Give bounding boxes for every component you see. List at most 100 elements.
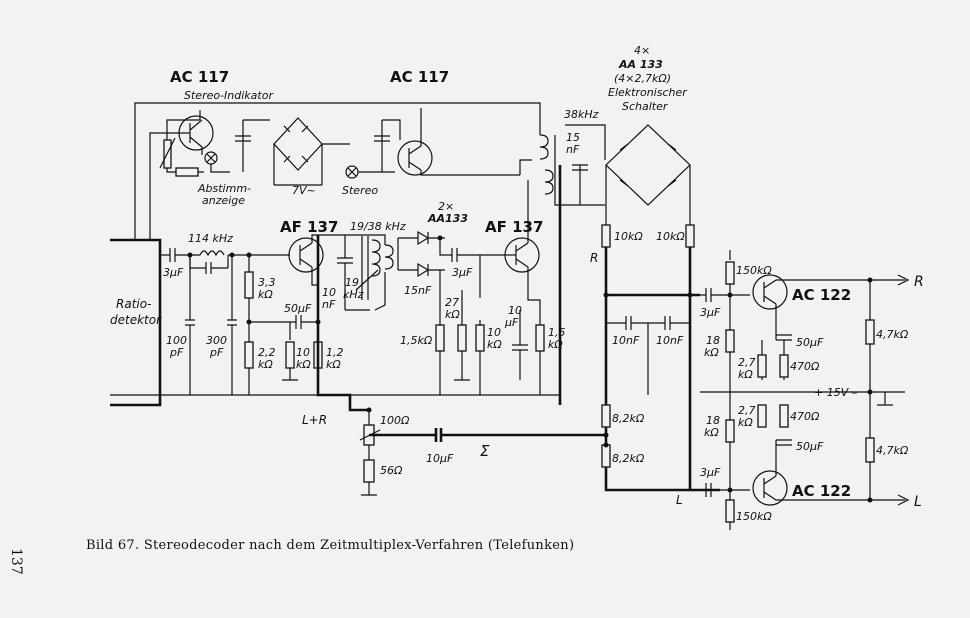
label-abstimm1: Abstimm-	[197, 182, 251, 195]
label-r47a: 4,7kΩ	[876, 328, 909, 341]
label-c10nf-b: 10nF	[612, 334, 640, 347]
label-ratio1: Ratio-	[116, 297, 151, 311]
label-af137-left: AF 137	[280, 218, 338, 236]
label-c50uf-a: 50μF	[284, 302, 312, 315]
sum-path	[110, 285, 606, 496]
component-labels: AC 117 Stereo-Indikator AC 117 Abstimm- …	[110, 44, 924, 523]
label-switch-name1: Elektronischer	[608, 86, 688, 99]
label-r18a2: kΩ	[704, 346, 719, 359]
label-r12a: 1,2	[326, 346, 344, 359]
label-diodes-aa133: AA133	[427, 212, 468, 225]
output-stages	[700, 250, 910, 530]
label-r12b: kΩ	[326, 358, 341, 371]
label-114khz: 114 kHz	[188, 232, 233, 245]
label-r470a: 470Ω	[790, 360, 820, 373]
label-supply: + 15V –	[814, 386, 858, 399]
indicator-section	[134, 102, 541, 240]
label-r22a: 2,2	[258, 346, 276, 359]
label-r10k-b2: kΩ	[487, 338, 502, 351]
label-c10uf-a1: 10	[508, 304, 522, 317]
label-38khz: 38kHz	[564, 108, 599, 121]
label-c50uf-c: 50μF	[796, 440, 824, 453]
label-abstimm2: anzeige	[202, 194, 245, 207]
label-r22b: kΩ	[258, 358, 273, 371]
label-ac117-right: AC 117	[390, 68, 449, 86]
label-r10k-b1: 10	[487, 326, 501, 339]
label-r27d2: kΩ	[738, 416, 753, 429]
label-r27a: 27	[445, 296, 459, 309]
label-r100: 100Ω	[380, 414, 410, 427]
transistor-af137-left	[288, 237, 324, 273]
label-f19a: 19	[345, 276, 359, 289]
label-r18b2: kΩ	[704, 426, 719, 439]
label-c10uf-b: 10μF	[426, 452, 454, 465]
label-r10k-sw2: 10kΩ	[656, 230, 685, 243]
transistor-ac117-right	[397, 140, 433, 176]
label-c3uf-c: 3μF	[700, 306, 721, 319]
label-l-plus-r: L+R	[302, 413, 327, 427]
label-c300a: 300	[206, 334, 227, 347]
label-c100a: 100	[166, 334, 187, 347]
label-7v: 7V~	[292, 184, 316, 197]
label-c10nf-a2: nF	[322, 298, 336, 311]
label-c50uf-b: 50μF	[796, 336, 824, 349]
label-c100b: pF	[169, 346, 184, 359]
label-af137-right: AF 137	[485, 218, 543, 236]
label-r150b: 150kΩ	[736, 510, 772, 523]
label-stereo: Stereo	[342, 184, 378, 197]
label-switch-type: AA 133	[618, 58, 663, 71]
label-out-R: R	[914, 274, 924, 290]
label-r18b1: 18	[706, 414, 720, 427]
label-sigma: Σ	[480, 442, 490, 460]
label-c15b: nF	[566, 143, 580, 156]
label-stereo-indikator: Stereo-Indikator	[184, 89, 274, 102]
label-r27b: kΩ	[445, 308, 460, 321]
bridge-rectifier-indicator	[273, 117, 323, 171]
label-r56: 56Ω	[380, 464, 403, 477]
label-r27c1: 2,7	[738, 356, 756, 369]
label-L-mid: L	[676, 493, 683, 507]
label-r10k-a1: 10	[296, 346, 310, 359]
af137-right-stage	[504, 124, 606, 405]
label-diodes2: 2×	[438, 200, 454, 213]
label-r27c2: kΩ	[738, 368, 753, 381]
label-c15a: 15	[566, 131, 580, 144]
label-c3uf-d: 3μF	[700, 466, 721, 479]
label-R-mid: R	[590, 251, 598, 265]
label-c10nf-a1: 10	[322, 286, 336, 299]
label-ac122-bottom: AC 122	[792, 482, 851, 500]
label-c3uf-a: 3μF	[163, 266, 184, 279]
label-r47b: 4,7kΩ	[876, 444, 909, 457]
label-switch-name2: Schalter	[622, 100, 669, 113]
label-c10uf-a2: μF	[504, 316, 519, 329]
label-f19b: kHz	[343, 288, 364, 301]
label-switch-count: 4×	[634, 44, 650, 57]
label-r470b: 470Ω	[790, 410, 820, 423]
label-r10k-sw1: 10kΩ	[614, 230, 643, 243]
label-out-L: L	[914, 494, 922, 510]
label-r33a: 3,3	[258, 276, 276, 289]
electronic-switch	[601, 124, 720, 492]
label-r82a: 8,2kΩ	[612, 412, 645, 425]
transistor-ac122-top	[752, 274, 788, 310]
label-r15b1: 1,5	[548, 326, 566, 339]
label-c300b: pF	[209, 346, 224, 359]
label-r10k-a2: kΩ	[296, 358, 311, 371]
label-c15nf: 15nF	[404, 284, 432, 297]
label-switch-res: (4×2,7kΩ)	[614, 72, 671, 85]
label-r18a1: 18	[706, 334, 720, 347]
label-19-38khz: 19/38 kHz	[350, 220, 406, 233]
label-r150a: 150kΩ	[736, 264, 772, 277]
transistor-ac117-left	[178, 115, 214, 151]
label-r15b2: kΩ	[548, 338, 563, 351]
demod-diodes	[397, 230, 505, 395]
figure-caption: Bild 67. Stereodecoder nach dem Zeitmult…	[86, 538, 575, 553]
label-c3uf-b: 3μF	[452, 266, 473, 279]
label-c10nf-c: 10nF	[656, 334, 684, 347]
transistor-ac122-bottom	[752, 470, 788, 506]
junction-dots	[187, 235, 873, 503]
label-r27d1: 2,7	[738, 404, 756, 417]
label-r82b: 8,2kΩ	[612, 452, 645, 465]
label-r33b: kΩ	[258, 288, 273, 301]
